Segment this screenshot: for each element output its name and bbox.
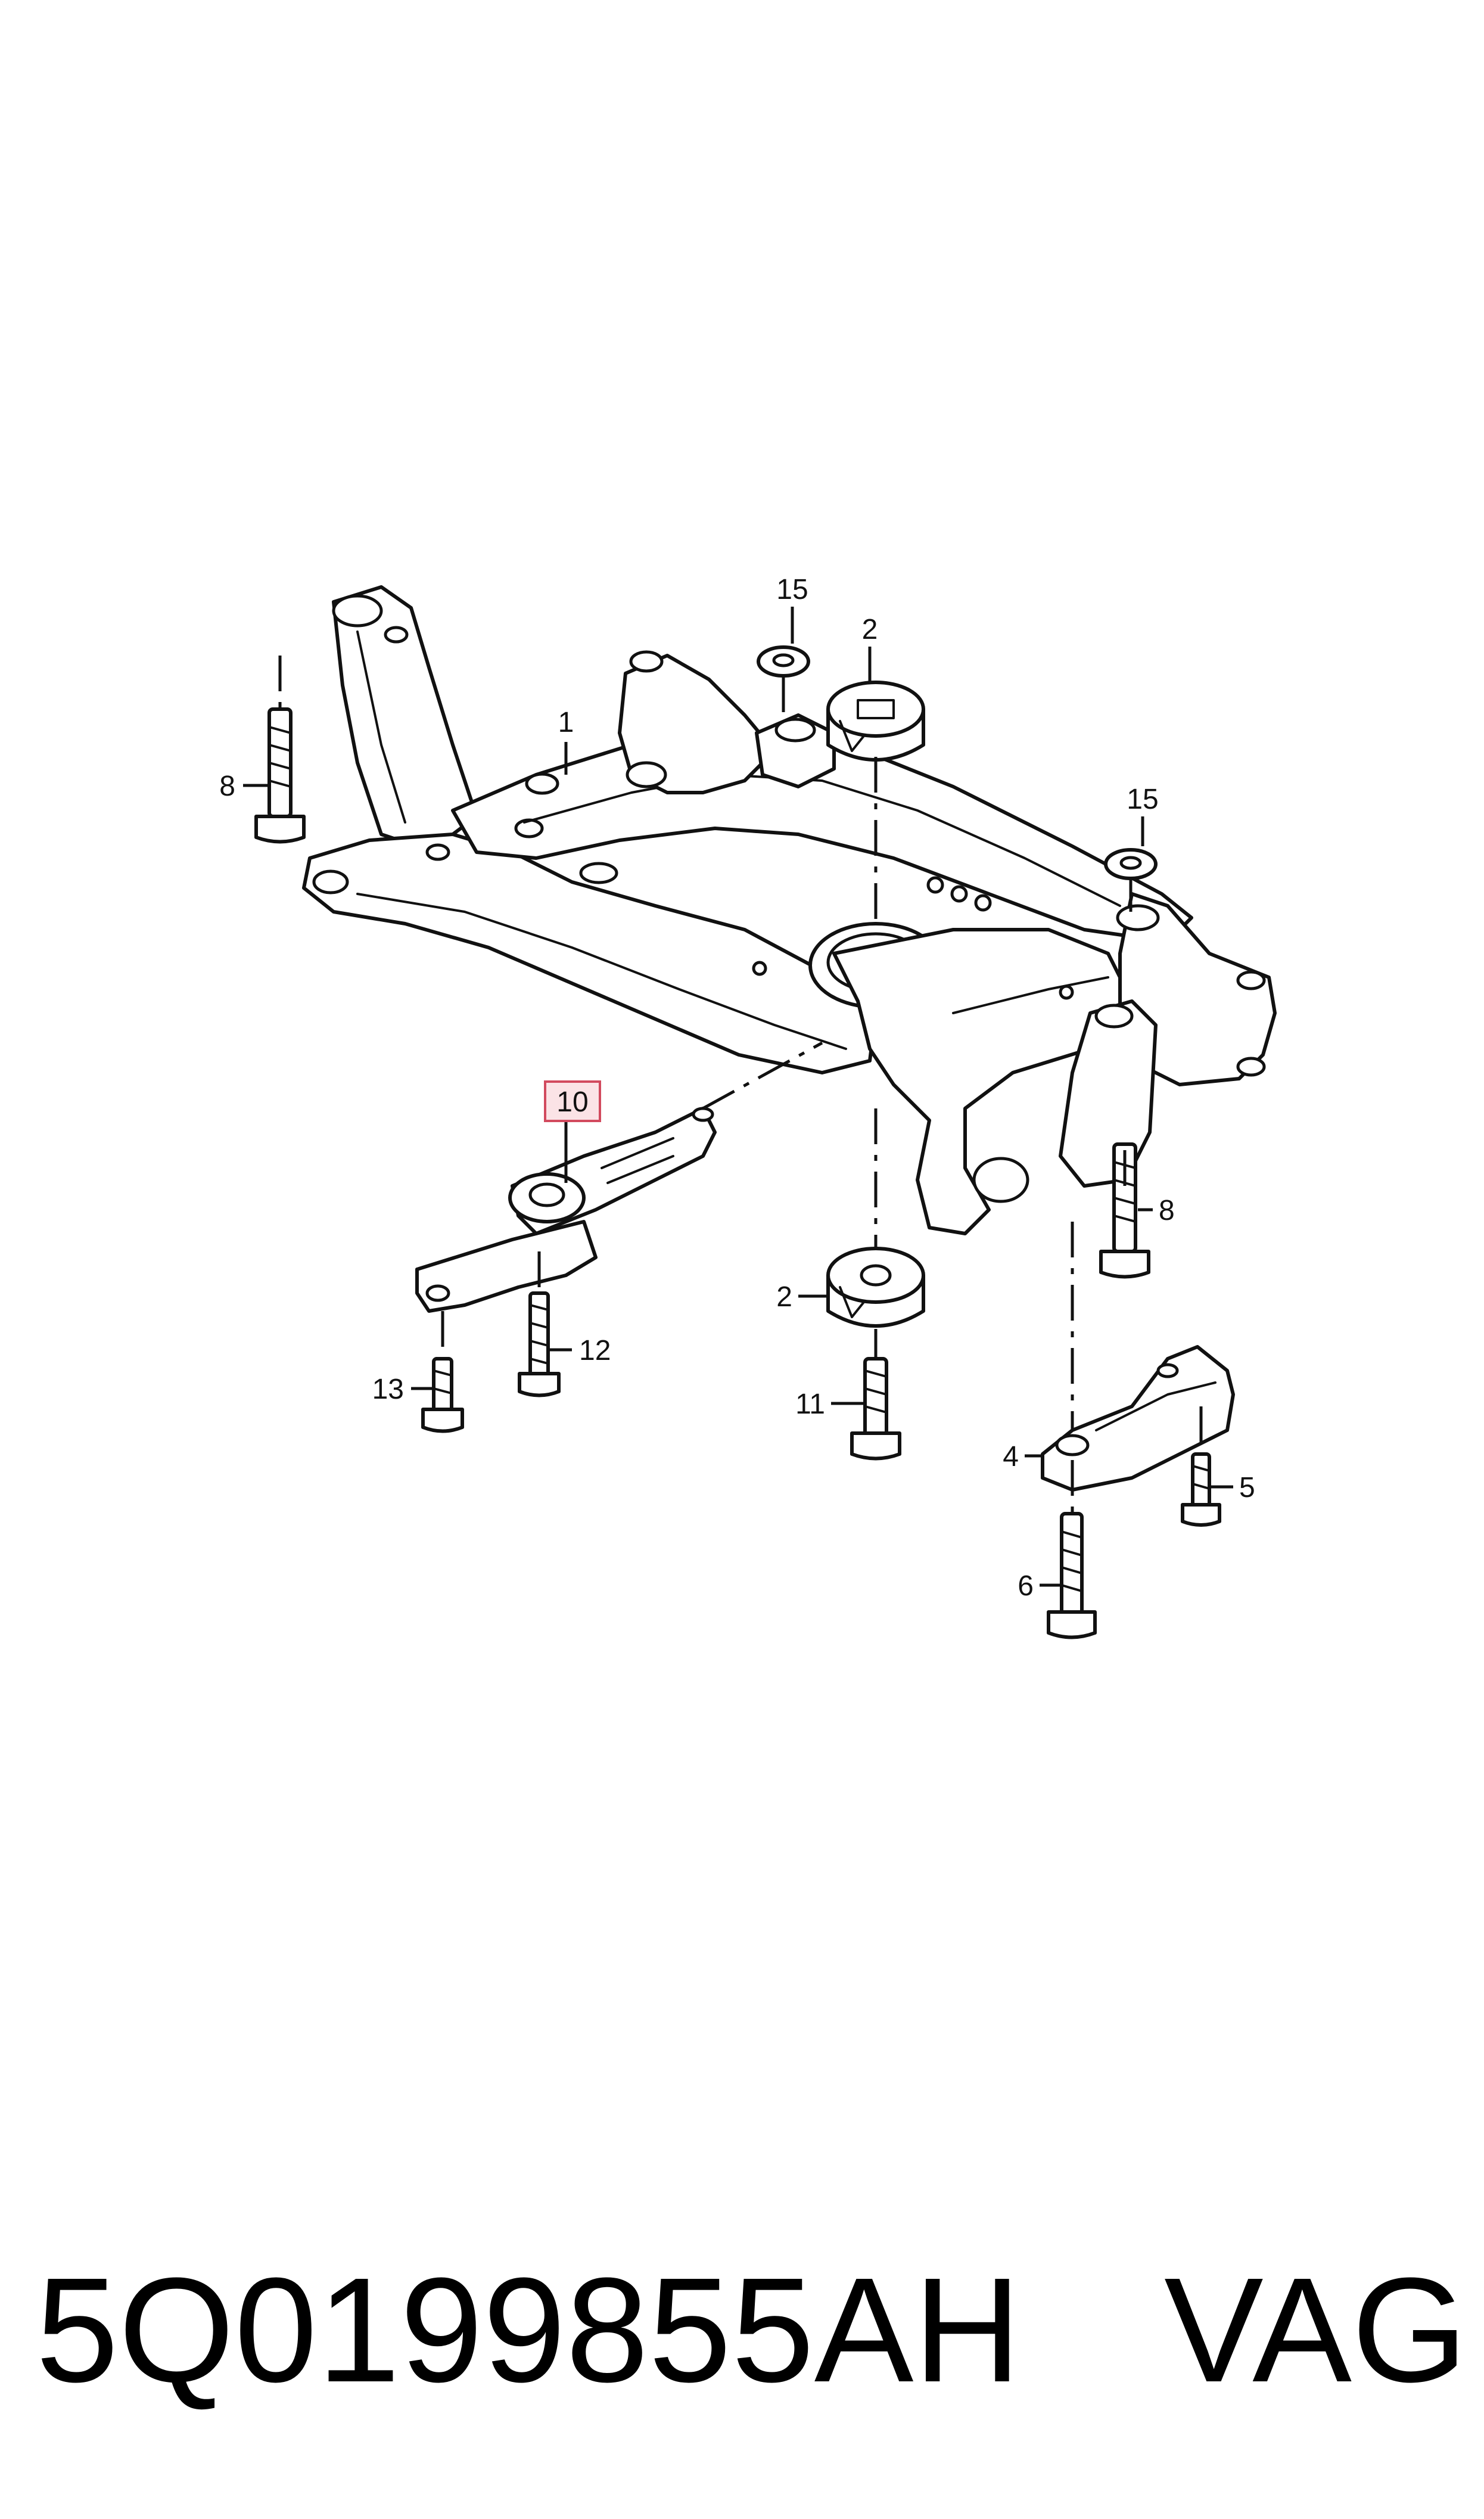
callout-2-lower: 2 [776, 1281, 792, 1313]
callout-labels: 8 1 15 2 15 8 10 2 11 12 13 4 5 6 [219, 574, 1255, 1602]
callout-10-highlight [544, 1080, 601, 1122]
callout-6: 6 [1018, 1570, 1034, 1602]
callout-leaders [243, 607, 1233, 1587]
torque-support-rod [415, 1107, 717, 1313]
callout-8-right: 8 [1159, 1195, 1175, 1226]
washer-upper [757, 645, 810, 678]
assembly-lines [278, 656, 1203, 1514]
callout-4: 4 [1003, 1441, 1019, 1473]
callout-15-right: 15 [1127, 784, 1158, 815]
rubber-mount-upper [826, 681, 925, 762]
callout-1: 1 [558, 707, 574, 738]
callout-12: 12 [579, 1335, 611, 1366]
footer-caption: 5Q0199855AH VAG [36, 2241, 1468, 2419]
callout-15-upper: 15 [776, 574, 808, 605]
callout-8-left: 8 [219, 771, 235, 802]
brand-name: VAG [1164, 2247, 1468, 2413]
bolt-11 [850, 1357, 901, 1461]
callout-10: 10 [556, 1086, 588, 1118]
callout-11: 11 [795, 1389, 825, 1420]
bolt-6 [1047, 1512, 1097, 1639]
washer-right [1104, 848, 1158, 880]
bolt-13 [421, 1357, 464, 1433]
callout-5: 5 [1239, 1472, 1255, 1504]
subframe [302, 585, 1277, 1235]
bolt-8-left [254, 707, 306, 844]
part-number: 5Q0199855AH [36, 2247, 1022, 2413]
callout-2-upper: 2 [862, 614, 878, 645]
callout-13: 13 [372, 1374, 404, 1405]
rubber-mount-lower [826, 1247, 925, 1328]
bolt-5 [1181, 1452, 1221, 1527]
bolt-12 [518, 1291, 561, 1397]
